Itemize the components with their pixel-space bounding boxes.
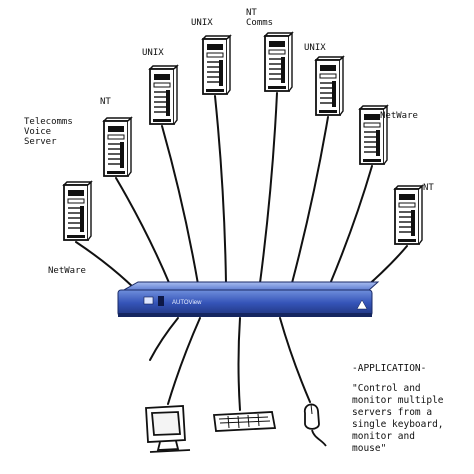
- cable: [237, 317, 241, 411]
- application-line: mouse": [352, 443, 386, 454]
- cable: [149, 317, 179, 361]
- switch-brand-text: AUTOView: [172, 300, 202, 306]
- kvm-switch: AUTOView: [117, 281, 380, 317]
- server-tower-icon: [314, 55, 345, 116]
- mouse-icon: [304, 403, 327, 447]
- monitor-icon: [145, 405, 191, 453]
- switch-logo-icon: [356, 299, 368, 310]
- server-label: UNIX: [191, 18, 213, 28]
- application-line: monitor and: [352, 431, 415, 442]
- server-group: [62, 31, 424, 245]
- cable: [291, 116, 329, 284]
- keyboard-icon: [212, 411, 277, 432]
- server-tower-icon: [263, 31, 294, 92]
- server-label: UNIX: [304, 43, 326, 53]
- cable: [75, 241, 135, 289]
- server-label: NetWare: [380, 111, 418, 121]
- cable-group: [75, 92, 408, 411]
- application-line: "Control and: [352, 383, 421, 394]
- server-label: NetWare: [48, 266, 86, 276]
- server-tower-icon: [102, 116, 133, 177]
- server-tower-icon: [393, 184, 424, 245]
- cable: [279, 317, 311, 403]
- cable: [365, 245, 408, 288]
- switch-button: [158, 296, 164, 306]
- server-label: NT: [423, 183, 434, 193]
- application-line: single keyboard,: [352, 419, 444, 430]
- cable: [329, 165, 373, 285]
- application-line: servers from a: [352, 407, 432, 418]
- server-tower-icon: [201, 34, 232, 95]
- application-line: monitor multiple: [352, 395, 444, 406]
- server-tower-icon: [358, 104, 389, 165]
- cable: [167, 317, 201, 405]
- server-tower-icon: [148, 64, 179, 125]
- cable: [259, 92, 278, 284]
- server-tower-icon: [62, 180, 93, 241]
- server-label: NT: [100, 97, 111, 107]
- server-label: UNIX: [142, 48, 164, 58]
- application-note: -APPLICATION- "Control and monitor multi…: [352, 363, 444, 454]
- cable: [161, 125, 199, 285]
- switch-display: [143, 296, 154, 305]
- cable: [214, 95, 227, 284]
- cable: [115, 177, 171, 286]
- application-heading: -APPLICATION-: [352, 363, 426, 374]
